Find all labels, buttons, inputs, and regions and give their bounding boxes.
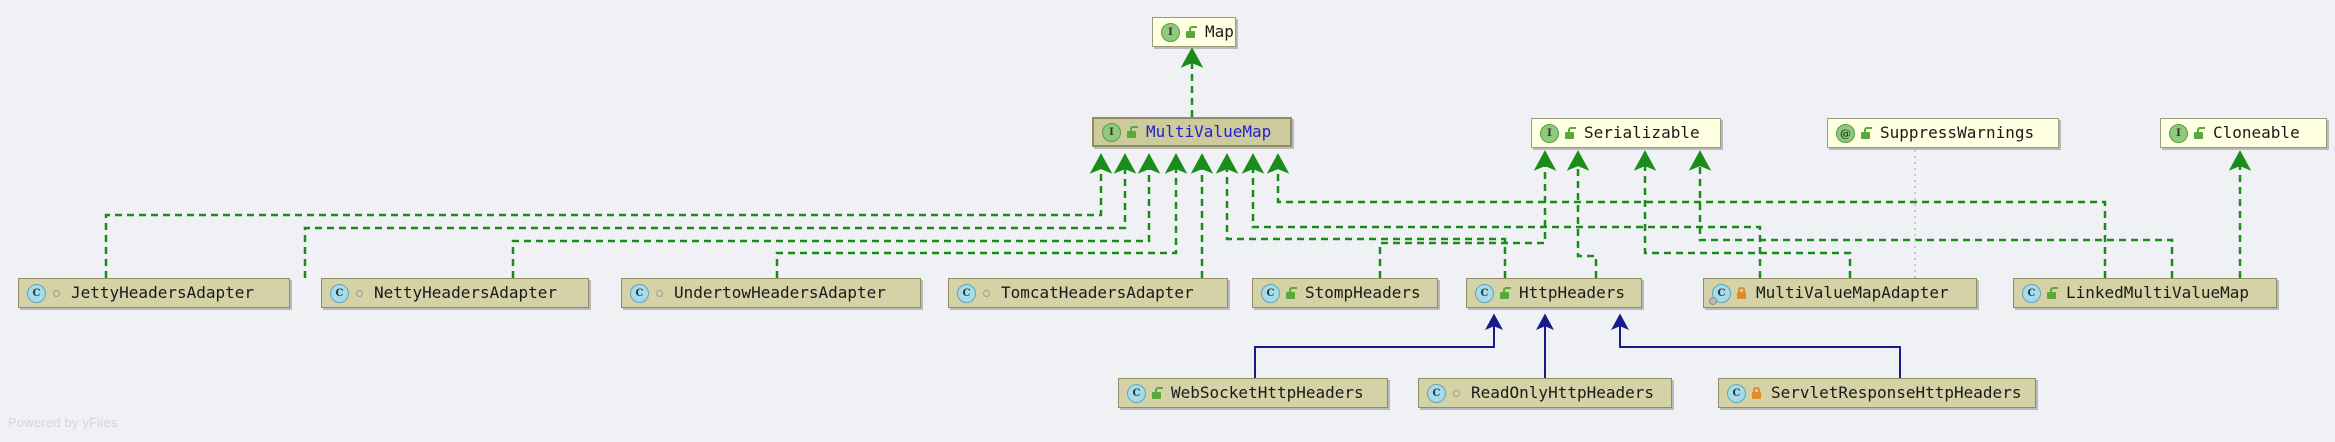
node-icon-group: I: [2169, 123, 2188, 143]
yfiles-watermark: Powered by yFiles: [8, 415, 118, 430]
edge-tomcatheadersadapter-to-multivaluemap: [775, 153, 1188, 278]
interface-icon: I: [2169, 123, 2188, 143]
package-private-icon: [1451, 387, 1462, 399]
unlocked-public-icon: [1860, 127, 1872, 139]
node-label: HttpHeaders: [1519, 283, 1625, 302]
node-label: JettyHeadersAdapter: [71, 283, 255, 302]
node-label: UndertowHeadersAdapter: [674, 283, 886, 302]
edge-linkedmultivaluemap-to-multivaluemap: [1266, 153, 2107, 278]
node-icon-group: C: [1475, 283, 1494, 303]
node-undertowheadersadapter[interactable]: C UndertowHeadersAdapter: [621, 278, 921, 308]
node-label: MultiValueMap: [1146, 122, 1272, 141]
node-icon-group: @: [1836, 123, 1855, 143]
node-icon-group: C: [1427, 383, 1446, 403]
node-label: ServletResponseHttpHeaders: [1771, 383, 2022, 402]
node-label: Map: [1205, 22, 1234, 41]
node-label: ReadOnlyHttpHeaders: [1471, 383, 1655, 402]
class-icon: C: [1261, 283, 1280, 303]
unlocked-public-icon: [1499, 287, 1511, 299]
node-label: Cloneable: [2213, 123, 2300, 142]
unlocked-public-icon: [1564, 127, 1576, 139]
class-icon: C: [2022, 283, 2041, 303]
node-tomcatheadersadapter[interactable]: C TomcatHeadersAdapter: [948, 278, 1228, 308]
node-label: SuppressWarnings: [1880, 123, 2035, 142]
package-private-icon: [981, 287, 992, 299]
node-icon-group: C: [1709, 283, 1731, 305]
class-icon: C: [330, 283, 349, 303]
node-nettyheadersadapter[interactable]: C NettyHeadersAdapter: [321, 278, 589, 308]
class-icon: C: [1475, 283, 1494, 303]
node-label: MultiValueMapAdapter: [1756, 283, 1949, 302]
interface-icon: I: [1161, 22, 1180, 42]
node-label: WebSocketHttpHeaders: [1171, 383, 1364, 402]
node-icon-group: C: [330, 283, 349, 303]
edge-httpheaders-to-serializable: [1566, 150, 1598, 278]
interface-icon: I: [1540, 123, 1559, 143]
class-icon: C: [957, 283, 976, 303]
edge-websockethttpheaders-to-httpheaders: [1254, 313, 1503, 378]
node-label: NettyHeadersAdapter: [374, 283, 558, 302]
node-icon-group: C: [2022, 283, 2041, 303]
interface-icon: I: [1102, 122, 1121, 142]
edge-jettyheadersadapter-to-multivaluemap: [104, 153, 1113, 278]
locked-protected-icon: [1736, 287, 1747, 299]
edge-nettyheadersadapter-to-multivaluemap: [303, 153, 1137, 278]
node-suppresswarnings[interactable]: @ SuppressWarnings: [1827, 118, 2059, 148]
package-private-icon: [354, 287, 365, 299]
unlocked-public-icon: [1285, 287, 1297, 299]
node-icon-group: C: [1127, 383, 1146, 403]
node-readonlyhttpheaders[interactable]: C ReadOnlyHttpHeaders: [1418, 378, 1672, 408]
unlocked-public-icon: [1126, 126, 1138, 138]
edge-multivaluemapadapter-to-serializable: [1633, 150, 1852, 278]
unlocked-public-icon: [1185, 26, 1197, 38]
node-icon-group: C: [630, 283, 649, 303]
class-icon: C: [1127, 383, 1146, 403]
node-icon-group: C: [957, 283, 976, 303]
node-httpheaders[interactable]: C HttpHeaders: [1466, 278, 1642, 308]
package-private-icon: [51, 287, 62, 299]
class-icon: C: [1427, 383, 1446, 403]
node-label: LinkedMultiValueMap: [2066, 283, 2250, 302]
node-stompheaders[interactable]: C StompHeaders: [1252, 278, 1438, 308]
unlocked-public-icon: [2046, 287, 2058, 299]
class-icon: C: [27, 283, 46, 303]
node-icon-group: I: [1540, 123, 1559, 143]
unlocked-public-icon: [1151, 387, 1163, 399]
node-icon-group: I: [1161, 22, 1180, 42]
node-icon-group: C: [1261, 283, 1280, 303]
node-cloneable[interactable]: I Cloneable: [2160, 118, 2327, 148]
node-label: Serializable: [1584, 123, 1700, 142]
edge-servletresponsehttpheaders-to-httpheaders: [1611, 313, 1901, 378]
node-servletresponsehttpheaders[interactable]: C ServletResponseHttpHeaders: [1718, 378, 2036, 408]
node-icon-group: C: [27, 283, 46, 303]
edge-stompheaders-to-serializable: [1378, 150, 1557, 278]
class-icon: C: [1712, 283, 1731, 303]
node-multivaluemap[interactable]: I MultiValueMap: [1092, 117, 1292, 147]
class-icon: C: [630, 283, 649, 303]
node-label: StompHeaders: [1305, 283, 1421, 302]
node-linkedmultivaluemap[interactable]: C LinkedMultiValueMap: [2013, 278, 2277, 308]
node-serializable[interactable]: I Serializable: [1531, 118, 1721, 148]
annotation-icon: @: [1836, 123, 1855, 143]
node-map[interactable]: I Map: [1152, 17, 1236, 47]
edge-linkedmultivaluemap-to-serializable: [1688, 150, 2174, 278]
node-icon-group: I: [1102, 122, 1121, 142]
edge-httpheaders-to-multivaluemap: [1215, 153, 1507, 278]
edge-undertowheadersadapter-to-multivaluemap: [511, 153, 1161, 278]
locked-protected-icon: [1751, 387, 1762, 399]
node-jettyheadersadapter[interactable]: C JettyHeadersAdapter: [18, 278, 290, 308]
node-websockethttpheaders[interactable]: C WebSocketHttpHeaders: [1118, 378, 1388, 408]
class-icon: C: [1727, 383, 1746, 403]
gear-static-icon: [1709, 296, 1717, 305]
edge-multivaluemapadapter-to-multivaluemap: [1241, 153, 1762, 278]
unlocked-public-icon: [2193, 127, 2205, 139]
node-icon-group: C: [1727, 383, 1746, 403]
package-private-icon: [654, 287, 665, 299]
node-multivaluemapadapter[interactable]: C MultiValueMapAdapter: [1703, 278, 1977, 308]
node-label: TomcatHeadersAdapter: [1001, 283, 1194, 302]
